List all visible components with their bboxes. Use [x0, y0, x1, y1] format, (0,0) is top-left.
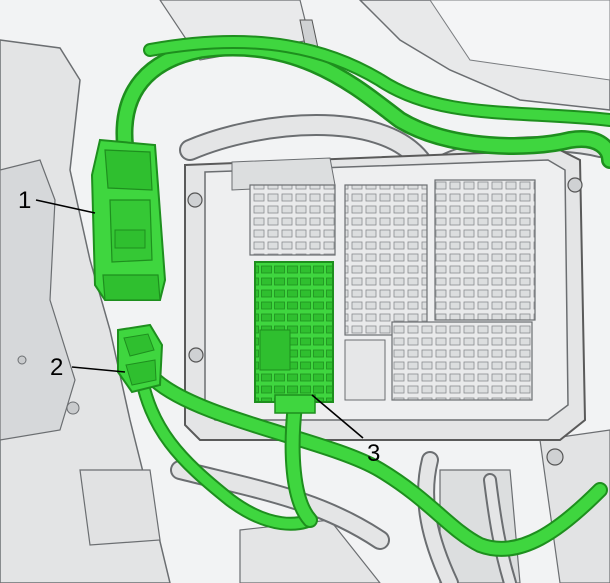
callout-3: 3: [367, 440, 380, 467]
callout-2: 2: [50, 354, 63, 381]
fuse-bank-upper-left: [249, 184, 336, 256]
highlighted-harness: [115, 35, 610, 557]
leader-line-3: [311, 394, 364, 439]
fuse-box: [184, 148, 587, 466]
leader-lines: [35, 199, 364, 439]
callout-1: 1: [18, 187, 31, 214]
connector-2: [117, 323, 164, 394]
fuse-bank-lower-right: [391, 321, 533, 401]
connector-3: [254, 261, 334, 414]
fuse-bank-middle: [344, 184, 428, 336]
callout-labels: 1 2 3: [18, 187, 380, 467]
fuse-bank-right: [434, 179, 536, 321]
leader-line-1: [35, 199, 96, 214]
connector-1: [90, 138, 167, 301]
leader-line-2: [71, 366, 126, 373]
